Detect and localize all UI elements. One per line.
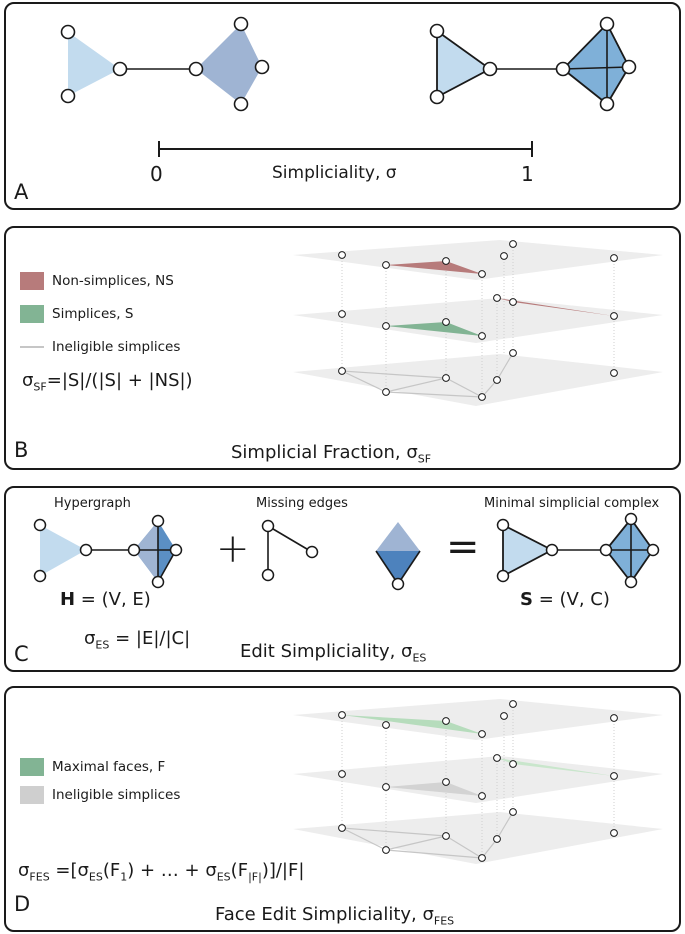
- legend-non-simplices: Non-simplices, NS: [20, 272, 174, 290]
- legend-swatch-green: [20, 305, 44, 323]
- legend-ineligible-d: Ineligible simplices: [20, 786, 180, 804]
- legend-label-non-simplices: Non-simplices, NS: [52, 273, 174, 289]
- nodes-right: [429, 16, 637, 112]
- panel-letter-c: C: [14, 642, 29, 666]
- panel-a: 0 1 Simpliciality, σ A: [4, 2, 681, 210]
- formula-fes: σFES =[σES(F1) + … + σES(F|F|)]/|F|: [18, 860, 305, 884]
- layer-nodes: [338, 240, 618, 401]
- formula-sf: σSF=|S|/(|S| + |NS|): [22, 370, 193, 394]
- scale-title: Simpliciality, σ: [272, 163, 397, 183]
- non-simplex-face-top: [386, 261, 482, 274]
- hg-triangle: [40, 525, 86, 576]
- panel-d: Maximal faces, F Ineligible simplices σF…: [4, 686, 681, 932]
- simplex-triangle: [436, 29, 492, 99]
- plane-middle: [293, 298, 663, 343]
- caption-edit-simpliciality: Edit Simpliciality, σES: [240, 641, 427, 665]
- plane-bottom: [293, 354, 663, 406]
- panel-letter-a: A: [14, 180, 29, 204]
- s-definition: S = (V, C): [520, 589, 610, 610]
- legend-ineligible: Ineligible simplices: [20, 339, 180, 355]
- h-definition: H = (V, E): [60, 589, 151, 610]
- legend-label-simplices: Simplices, S: [52, 306, 134, 322]
- legend-swatch-gray: [20, 786, 44, 804]
- simplex-tetra: [561, 22, 631, 106]
- caption-face-edit-simpliciality: Face Edit Simpliciality, σFES: [215, 904, 455, 928]
- nodes-left: [60, 16, 270, 112]
- plus-sign: +: [216, 526, 250, 572]
- ineligible-face-middle: [386, 782, 482, 796]
- panel-c: Hypergraph Missing edges Minimal simplic…: [4, 486, 681, 672]
- panel-letter-b: B: [14, 438, 29, 462]
- label-hypergraph: Hypergraph: [54, 496, 131, 511]
- panel-a-drawing: [60, 16, 637, 157]
- plane-top: [293, 240, 663, 280]
- legend-maximal-faces: Maximal faces, F: [20, 758, 165, 776]
- simplex-face-middle: [386, 322, 482, 336]
- panel-b-layers: [293, 240, 663, 406]
- legend-simplices: Simplices, S: [20, 305, 133, 323]
- non-simplex-face-middle: [497, 298, 614, 316]
- legend-label-ineligible: Ineligible simplices: [52, 339, 181, 355]
- legend-label-maximal: Maximal faces, F: [52, 759, 166, 775]
- formula-es: σES = |E|/|C|: [84, 628, 191, 652]
- label-missing-edges: Missing edges: [256, 496, 348, 511]
- panel-letter-d: D: [14, 892, 31, 916]
- maximal-face-top: [342, 715, 482, 734]
- scale-min-label: 0: [150, 162, 163, 186]
- hyperedge-tetra-light: [196, 24, 262, 104]
- legend-label-ineligible-d: Ineligible simplices: [52, 787, 181, 803]
- legend-swatch-line: [20, 346, 44, 348]
- legend-swatch-red: [20, 272, 44, 290]
- equals-sign: =: [446, 524, 480, 570]
- label-minimal-complex: Minimal simplicial complex: [484, 496, 660, 511]
- panel-b: Non-simplices, NS Simplices, S Ineligibl…: [4, 226, 681, 470]
- caption-simplicial-fraction: Simplicial Fraction, σSF: [231, 442, 432, 466]
- hyperedge-triangle-light: [68, 32, 120, 96]
- legend-swatch-green: [20, 758, 44, 776]
- panel-c-drawing: [33, 512, 660, 591]
- panel-d-layers: [293, 699, 663, 864]
- scale-max-label: 1: [521, 162, 534, 186]
- maximal-face-middle: [497, 758, 614, 776]
